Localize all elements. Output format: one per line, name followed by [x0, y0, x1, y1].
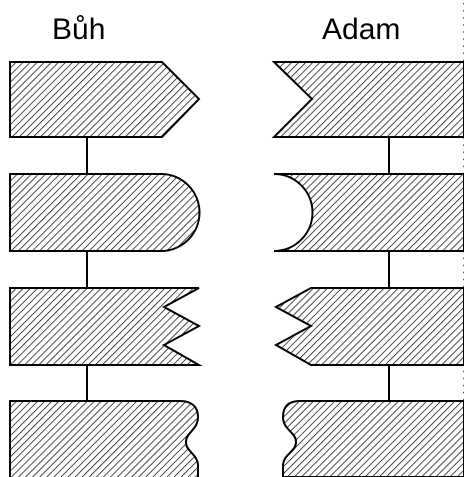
wave-tab-shape — [9, 400, 200, 477]
column-title-buh: Bůh — [52, 13, 106, 46]
arrow-notch-shape — [271, 61, 464, 138]
zigzag-notch-shape — [9, 287, 203, 366]
round-knob-shape — [9, 173, 201, 252]
round-socket-shape — [273, 173, 464, 252]
zigzag-point-shape — [273, 287, 464, 366]
column-title-adam: Adam — [322, 13, 401, 46]
wave-slot-shape — [281, 400, 464, 477]
arrow-point-shape — [9, 61, 201, 138]
